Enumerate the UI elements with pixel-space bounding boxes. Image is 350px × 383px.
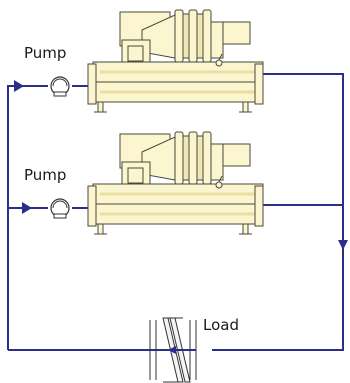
flow-arrow-icon <box>14 80 24 92</box>
flow-arrow-icon <box>22 202 32 214</box>
return-pipe <box>212 73 344 351</box>
heat-exchanger-icon <box>149 317 197 383</box>
chiller-icon <box>86 8 265 114</box>
pump-label-bottom: Pump <box>24 166 66 184</box>
pump-icon <box>50 76 70 97</box>
supply-pipe-top <box>7 85 48 350</box>
chiller-icon <box>86 130 265 236</box>
pump-icon <box>50 198 70 219</box>
flow-arrow-icon <box>338 240 348 250</box>
load-label: Load <box>203 316 239 334</box>
pump-label-top: Pump <box>24 44 66 62</box>
pipe-network <box>7 73 344 351</box>
